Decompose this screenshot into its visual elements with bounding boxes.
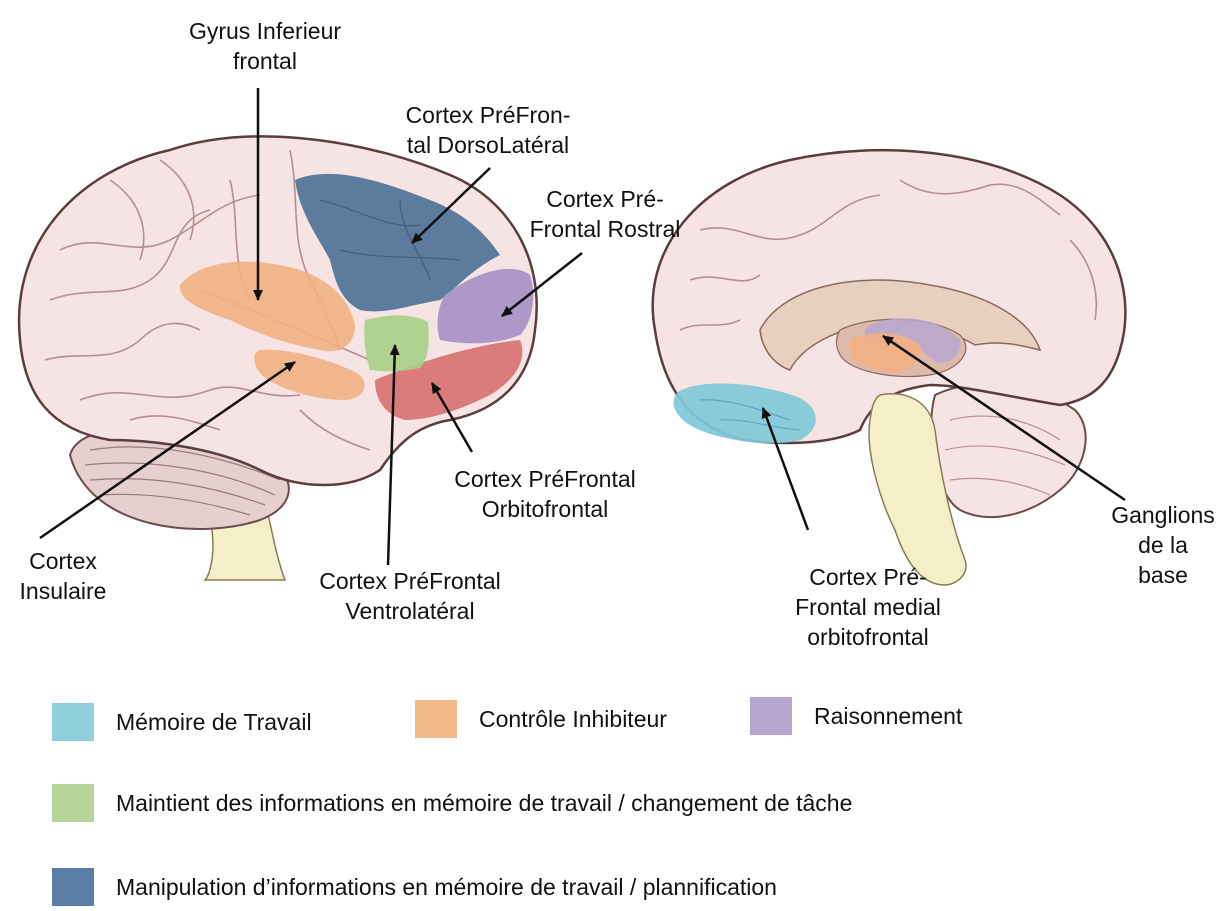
- legend-swatch: [52, 868, 94, 906]
- label-line: base: [1108, 560, 1218, 590]
- legend-swatch: [750, 697, 792, 735]
- legend-item-manipulation: Manipulation d’informations en mémoire d…: [52, 868, 777, 906]
- label-line: Cortex PréFrontal: [425, 464, 665, 494]
- legend-label: Raisonnement: [814, 703, 962, 730]
- label-cpf-medial-orbitofrontal: Cortex Pré- Frontal medial orbitofrontal: [758, 562, 978, 652]
- legend-item-maintien: Maintient des informations en mémoire de…: [52, 784, 852, 822]
- legend-swatch: [415, 700, 457, 738]
- label-line: de la: [1108, 530, 1218, 560]
- label-ganglions-base: Ganglions de la base: [1108, 500, 1218, 590]
- label-line: Ganglions: [1108, 500, 1218, 530]
- legend-item-memoire-travail: Mémoire de Travail: [52, 703, 312, 741]
- label-cpf-orbitofrontal: Cortex PréFrontal Orbitofrontal: [425, 464, 665, 524]
- legend-label: Manipulation d’informations en mémoire d…: [116, 874, 777, 901]
- label-cpf-ventrolateral: Cortex PréFrontal Ventrolatéral: [290, 566, 530, 626]
- label-cpf-dorsolateral: Cortex PréFron- tal DorsoLatéral: [368, 100, 608, 160]
- label-line: tal DorsoLatéral: [368, 130, 608, 160]
- medial-brain: [653, 150, 1126, 585]
- legend-swatch: [52, 703, 94, 741]
- label-line: Cortex PréFron-: [368, 100, 608, 130]
- label-line: Insulaire: [0, 576, 126, 606]
- label-line: Cortex Pré-: [505, 184, 705, 214]
- label-line: Cortex Pré-: [758, 562, 978, 592]
- label-cpf-rostral: Cortex Pré- Frontal Rostral: [505, 184, 705, 244]
- label-line: Cortex: [0, 546, 126, 576]
- label-line: orbitofrontal: [758, 622, 978, 652]
- label-line: Gyrus Inferieur: [160, 16, 370, 46]
- label-line: Orbitofrontal: [425, 494, 665, 524]
- label-line: Cortex PréFrontal: [290, 566, 530, 596]
- region-ventrolateral: [364, 315, 428, 371]
- label-line: Frontal Rostral: [505, 214, 705, 244]
- legend-label: Mémoire de Travail: [116, 709, 312, 736]
- legend-item-raisonnement: Raisonnement: [750, 697, 962, 735]
- label-line: Frontal medial: [758, 592, 978, 622]
- legend-item-controle-inhibiteur: Contrôle Inhibiteur: [415, 700, 667, 738]
- legend-swatch: [52, 784, 94, 822]
- label-gyrus-inferieur-frontal: Gyrus Inferieur frontal: [160, 16, 370, 76]
- label-cortex-insulaire: Cortex Insulaire: [0, 546, 126, 606]
- label-line: Ventrolatéral: [290, 596, 530, 626]
- label-line: frontal: [160, 46, 370, 76]
- legend-label: Contrôle Inhibiteur: [479, 706, 667, 733]
- legend-label: Maintient des informations en mémoire de…: [116, 790, 852, 817]
